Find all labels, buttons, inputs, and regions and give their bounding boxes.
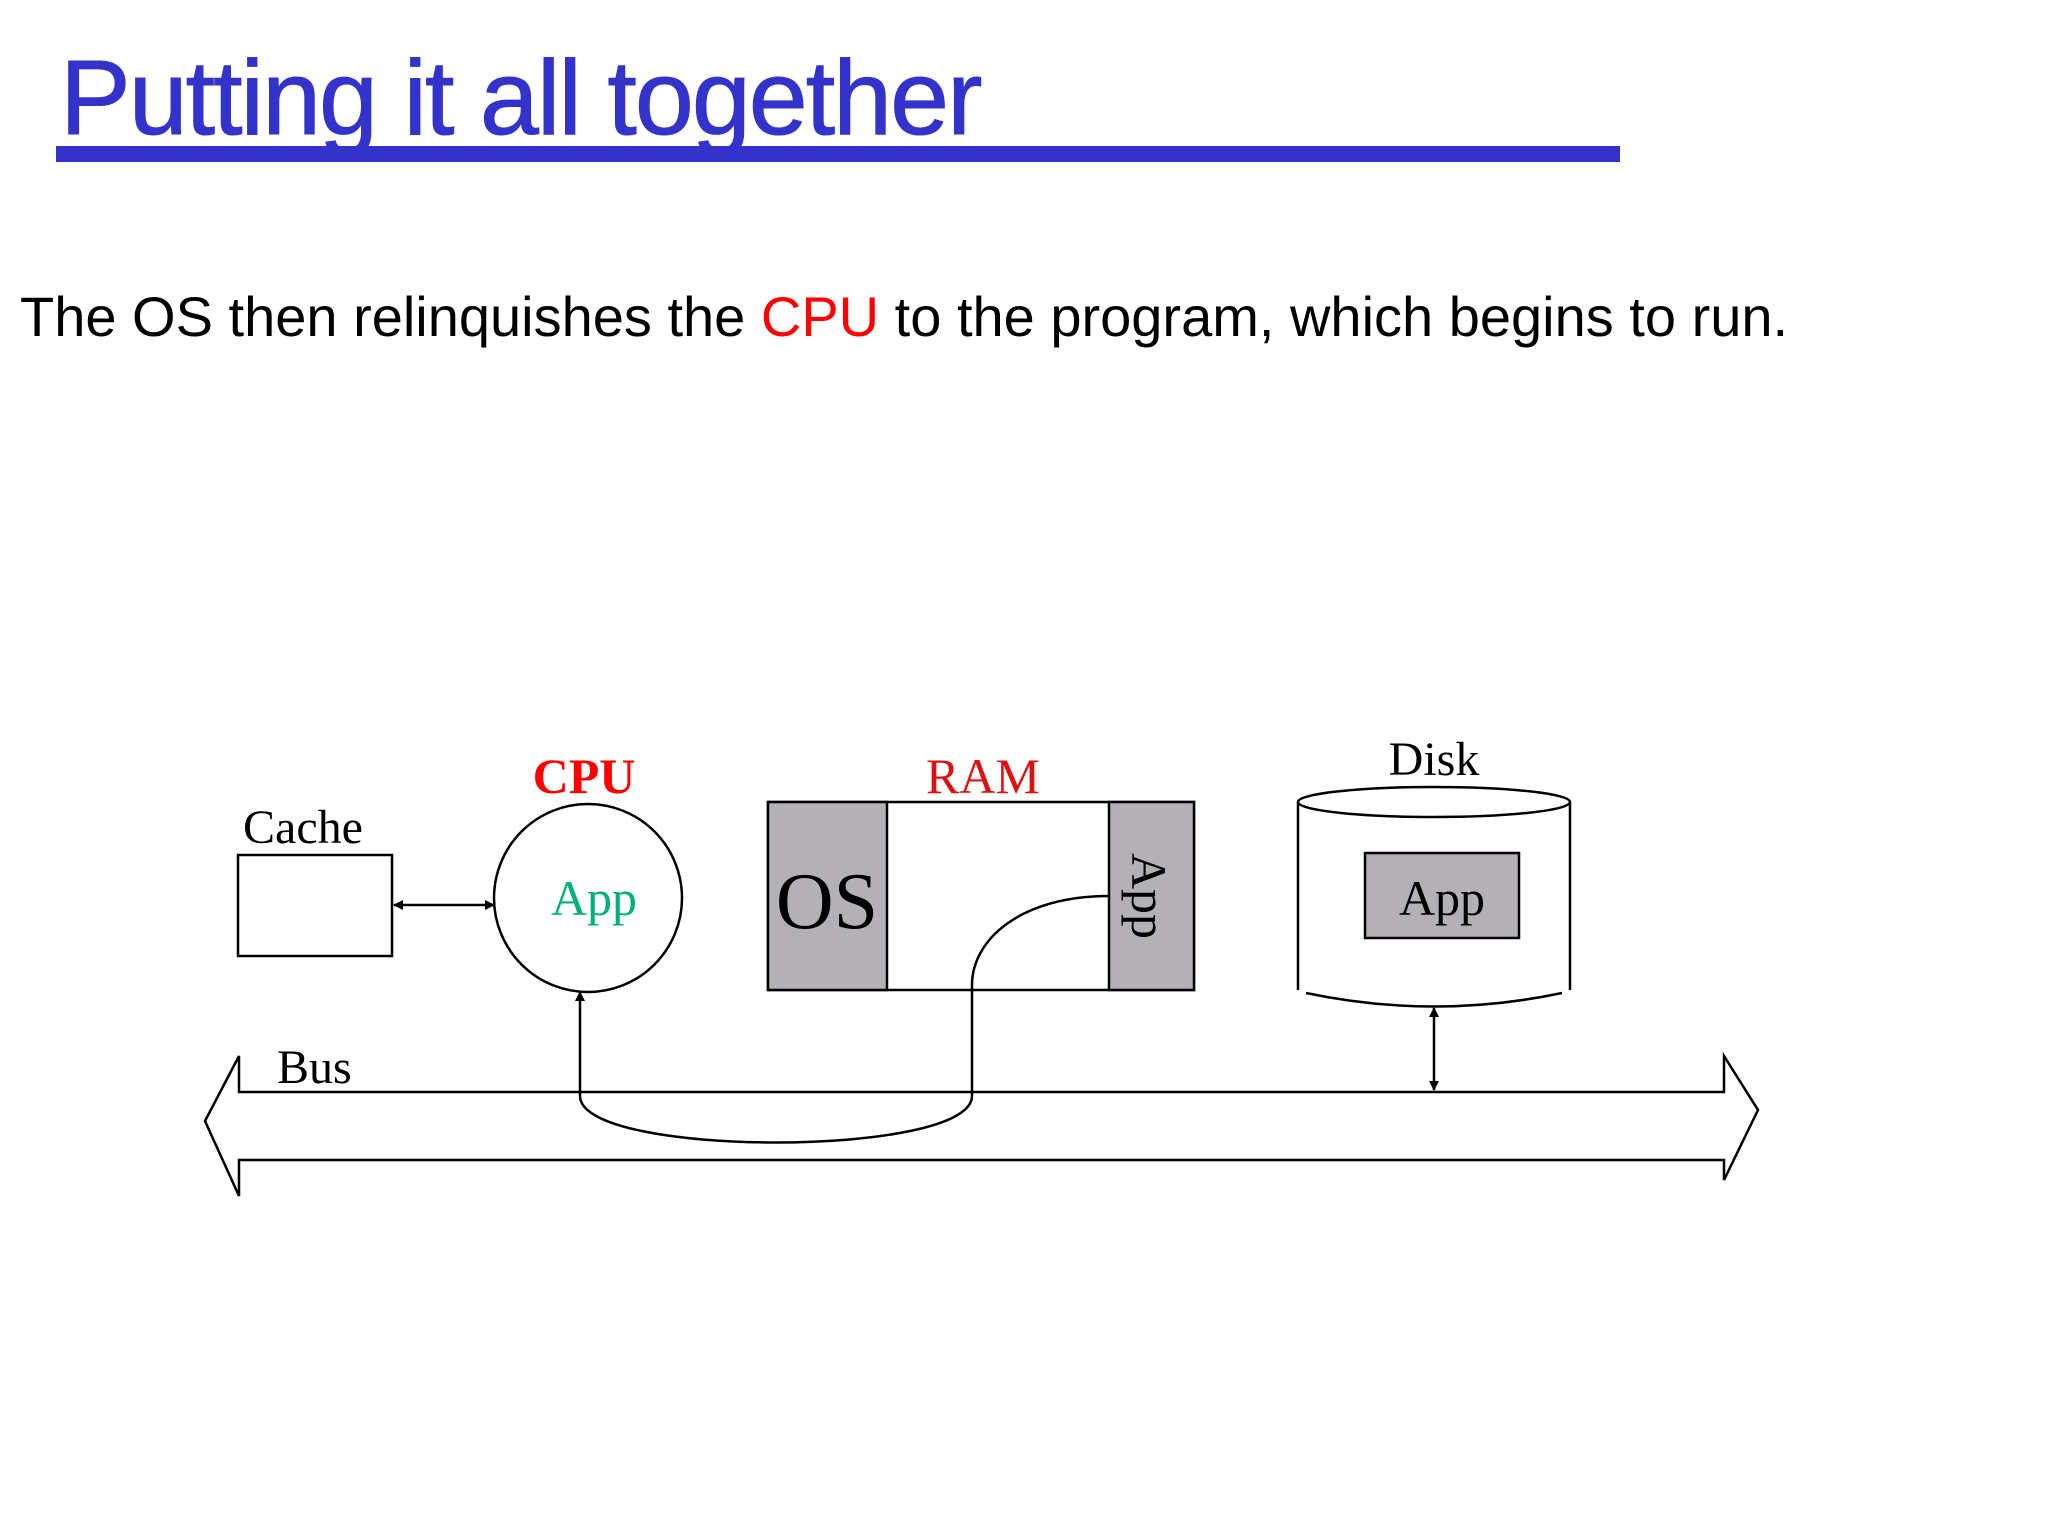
disk-app-label: App: [1399, 870, 1485, 926]
disk-app-block: [1363, 851, 1521, 940]
app-to-cpu-path: [575, 894, 1110, 1144]
bus-label: Bus: [277, 1041, 352, 1094]
cache-box: [236, 853, 394, 958]
body-text-cpu-highlight: CPU: [760, 285, 880, 348]
title-underline: [56, 146, 1620, 162]
ram-os-label: OS: [776, 858, 878, 946]
slide-title: Putting it all together: [59, 39, 982, 157]
bus-arrow: [203, 1051, 1760, 1197]
slide-body-text: The OS then relinquishes the CPU to the …: [20, 285, 1788, 349]
ram-label: RAM: [926, 748, 1040, 804]
cpu-circle: [492, 802, 684, 994]
disk-bottom: [1305, 991, 1563, 1008]
ram-app-label: App: [1121, 853, 1177, 939]
cache-label: Cache: [243, 801, 363, 854]
ram-os-block: [766, 800, 889, 992]
disk-top: [1296, 785, 1572, 819]
disk-label: Disk: [1389, 733, 1480, 786]
body-text-tail: to the program, which begins to run.: [879, 285, 1789, 348]
cpu-label: CPU: [533, 748, 636, 804]
ram-app-block: [1107, 800, 1196, 992]
cpu-app-label: App: [551, 870, 637, 926]
body-text-lead: The OS then relinquishes the: [20, 285, 761, 348]
